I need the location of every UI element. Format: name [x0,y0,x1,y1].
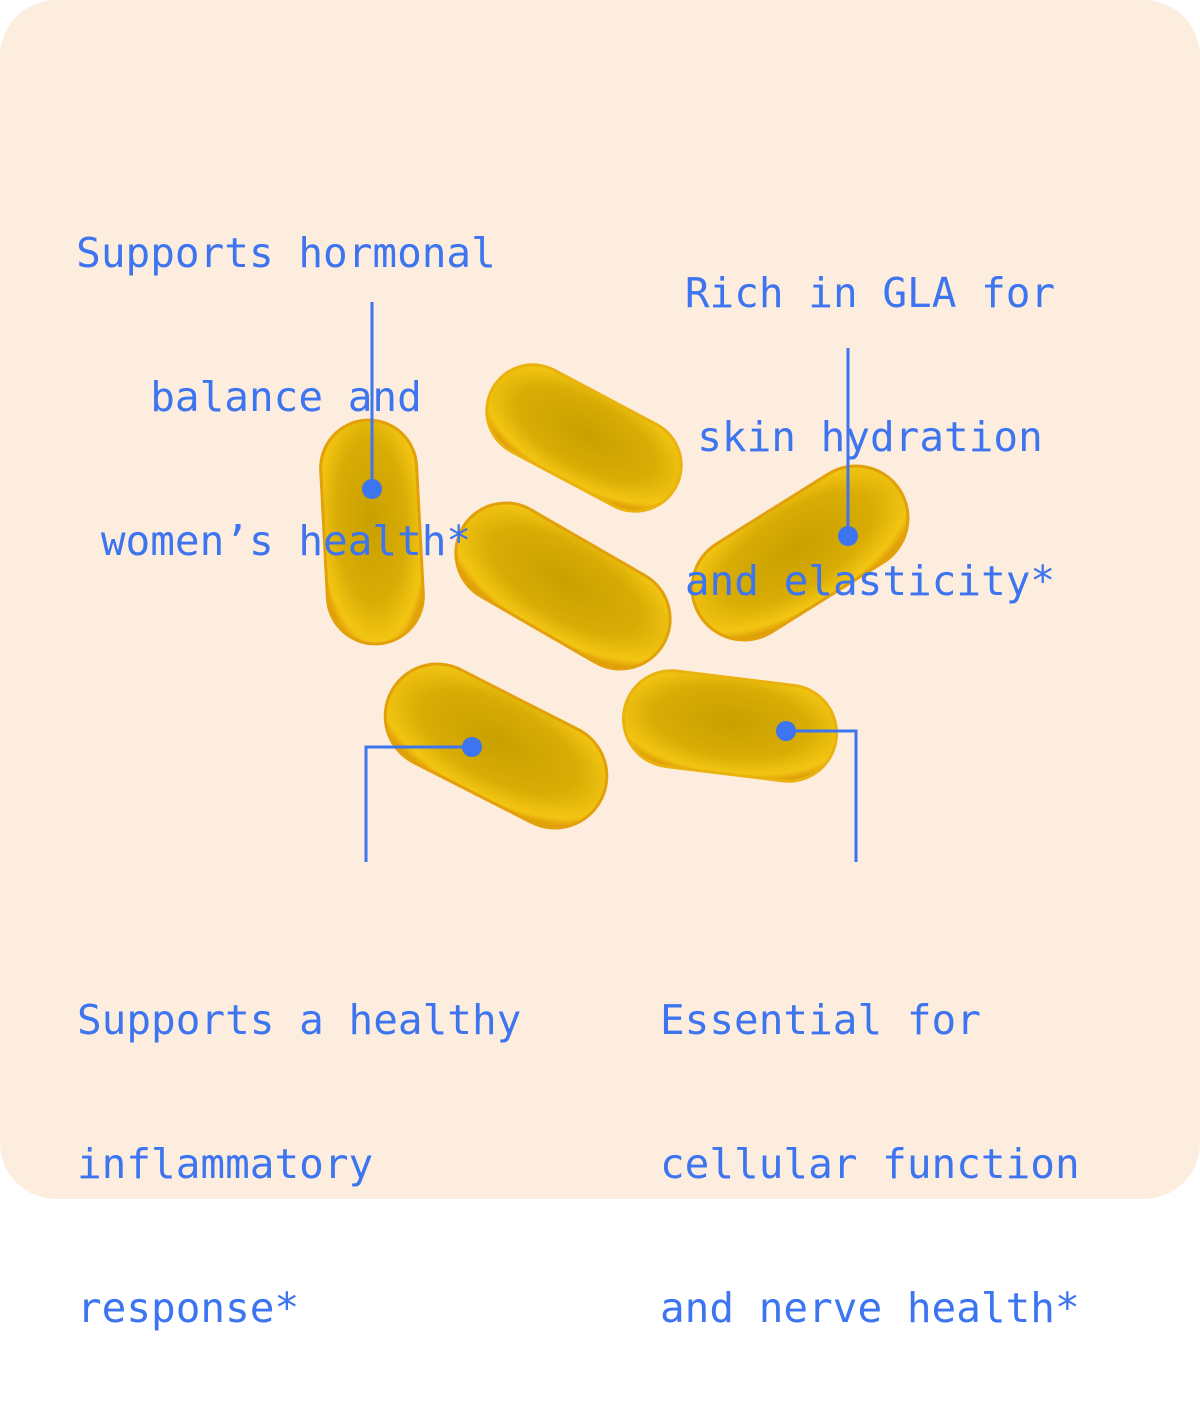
callout-text-line: and elasticity* [684,557,1056,605]
callout-gla: Rich in GLA for skin hydration and elast… [670,173,1070,701]
callout-text-line: Rich in GLA for [684,269,1056,317]
callout-text-line: response* [77,1284,300,1332]
callout-hormonal: Supports hormonal balance and women’s he… [66,133,506,661]
callout-text-line: cellular function [660,1140,1080,1188]
capsule [383,662,609,830]
infographic-card: Supports hormonal balance and women’s he… [0,0,1200,1332]
callout-dot [776,721,796,741]
capsule [319,418,425,646]
callout-cellular: Essential for cellular function and nerv… [660,900,1080,1428]
capsules-illustration [319,302,910,862]
callout-text-line: skin hydration [697,413,1043,461]
callout-text-line: Supports hormonal [76,229,496,277]
callout-dot [362,479,382,499]
callout-line-inflammatory [364,745,472,862]
callout-dot [462,737,482,757]
capsule [690,464,910,642]
capsule [485,363,683,513]
callout-text-line: inflammatory [77,1140,374,1188]
callout-line-cellular [786,729,858,862]
callout-dot [838,526,858,546]
capsule [621,669,839,783]
callout-text-line: Essential for [660,996,981,1044]
callout-inflammatory: Supports a healthy inflammatory response… [77,900,521,1428]
callout-text-line: balance and [150,373,422,421]
callout-text-line: Supports a healthy [77,996,522,1044]
callout-text-line: and nerve health* [660,1284,1080,1332]
capsule [454,501,672,671]
callout-text-line: women’s health* [100,517,472,565]
